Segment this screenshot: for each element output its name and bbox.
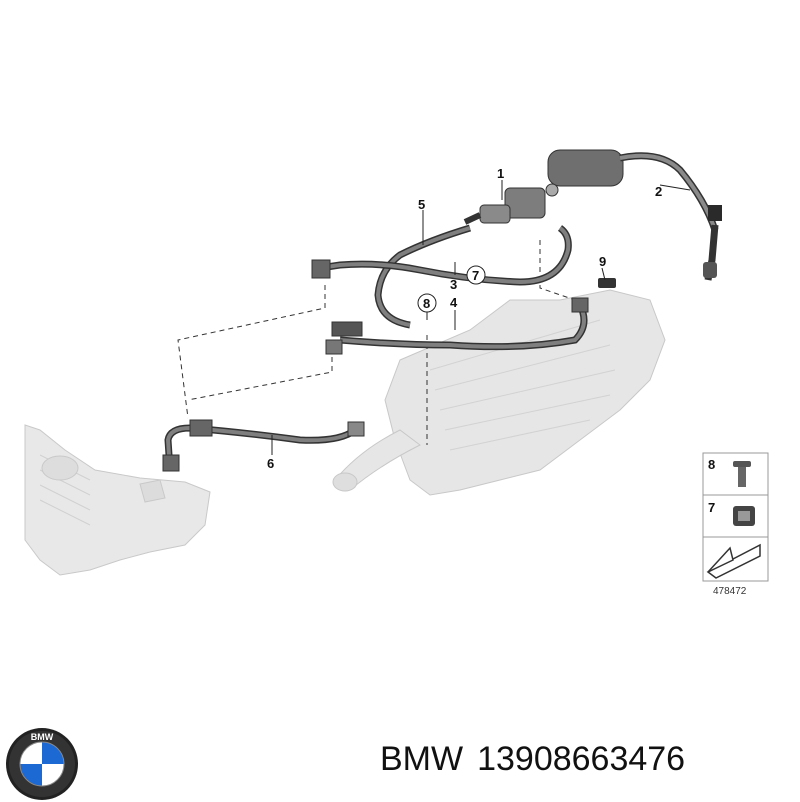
callout-4: 4 bbox=[450, 295, 458, 310]
valve-part-1 bbox=[463, 183, 559, 225]
callout-1: 1 bbox=[497, 166, 504, 181]
dashed-guide-lines bbox=[177, 240, 576, 445]
figure-number: 478472 bbox=[713, 586, 747, 597]
callout-8: 8 bbox=[423, 296, 430, 311]
callout-5: 5 bbox=[418, 197, 425, 212]
callout-2: 2 bbox=[655, 184, 662, 199]
bmw-logo-icon: BMW bbox=[6, 728, 78, 800]
callout-7: 7 bbox=[472, 268, 479, 283]
logo-text: BMW bbox=[31, 732, 54, 742]
air-duct-ghost bbox=[24, 424, 211, 576]
bolt-icon bbox=[733, 461, 751, 487]
callout-6: 6 bbox=[267, 456, 274, 471]
brand-name: BMW bbox=[380, 740, 464, 778]
hose-part-6 bbox=[162, 419, 365, 472]
callout-9: 9 bbox=[599, 254, 606, 269]
legend-item-7-label: 7 bbox=[708, 500, 715, 515]
callout-8-circle bbox=[417, 293, 437, 313]
part-number: 13908663476 bbox=[477, 740, 686, 778]
clip-icon bbox=[733, 506, 755, 526]
legend-box: 8 7 478472 bbox=[702, 452, 769, 597]
hose-part-4 bbox=[325, 297, 589, 355]
arrow-icon bbox=[706, 543, 761, 579]
leader-lines bbox=[271, 180, 691, 455]
callout-3: 3 bbox=[450, 277, 457, 292]
bracket-part-9 bbox=[598, 278, 616, 288]
hose-part-5 bbox=[311, 224, 572, 329]
hose-part-2 bbox=[547, 149, 722, 281]
legend-item-8-label: 8 bbox=[708, 457, 715, 472]
part-reference: BMW 13908663476 bbox=[380, 740, 790, 784]
callout-7-circle bbox=[466, 265, 486, 285]
intake-manifold-ghost bbox=[332, 289, 666, 496]
